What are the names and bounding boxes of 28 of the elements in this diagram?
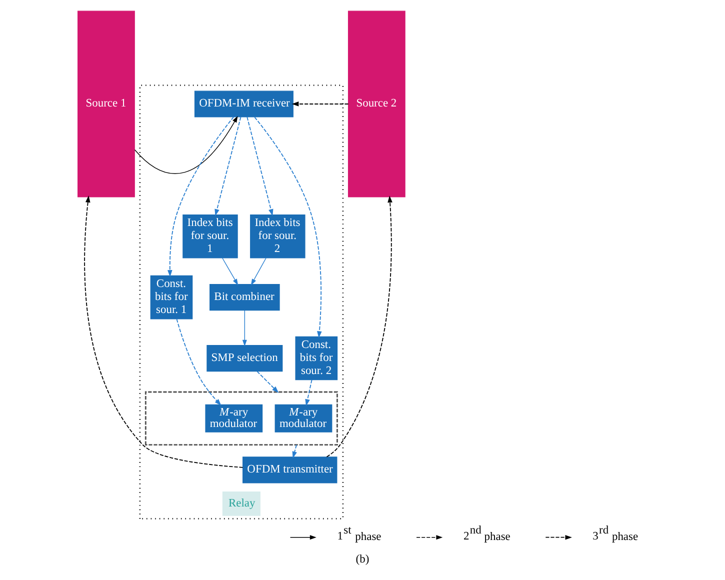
node-box: SMP selection — [206, 345, 283, 372]
node-box: Source 1 — [78, 10, 135, 198]
arrow — [292, 102, 349, 106]
node-box: Source 2 — [348, 10, 406, 198]
cluster — [144, 391, 338, 446]
arrow — [246, 116, 274, 216]
caption: (b) — [356, 553, 370, 566]
arrow — [305, 379, 312, 406]
node-box: Const. bits for sour. 1 — [150, 275, 193, 320]
node-box: Index bits for sour. 1 — [182, 214, 238, 258]
node-box: Const. bits for sour. 2 — [295, 336, 338, 380]
arrow — [242, 310, 247, 346]
node-box: Index bits for sour. 2 — [250, 214, 306, 258]
arrow — [167, 116, 234, 278]
node-box: OFDM transmitter — [242, 456, 338, 484]
node-box: Bit combiner — [210, 284, 280, 311]
arrow — [250, 258, 266, 286]
arrow — [214, 116, 242, 216]
node-box: M-ary modulator — [274, 404, 332, 432]
arrow — [256, 371, 279, 394]
node-box: OFDM-IM receiver — [194, 90, 294, 118]
node-box: M-ary modulator — [205, 404, 263, 432]
arrow — [292, 444, 297, 458]
arrow — [254, 116, 322, 338]
arrow — [222, 258, 238, 286]
arrow — [176, 318, 222, 406]
arrow — [84, 195, 244, 468]
arrow — [134, 116, 238, 174]
